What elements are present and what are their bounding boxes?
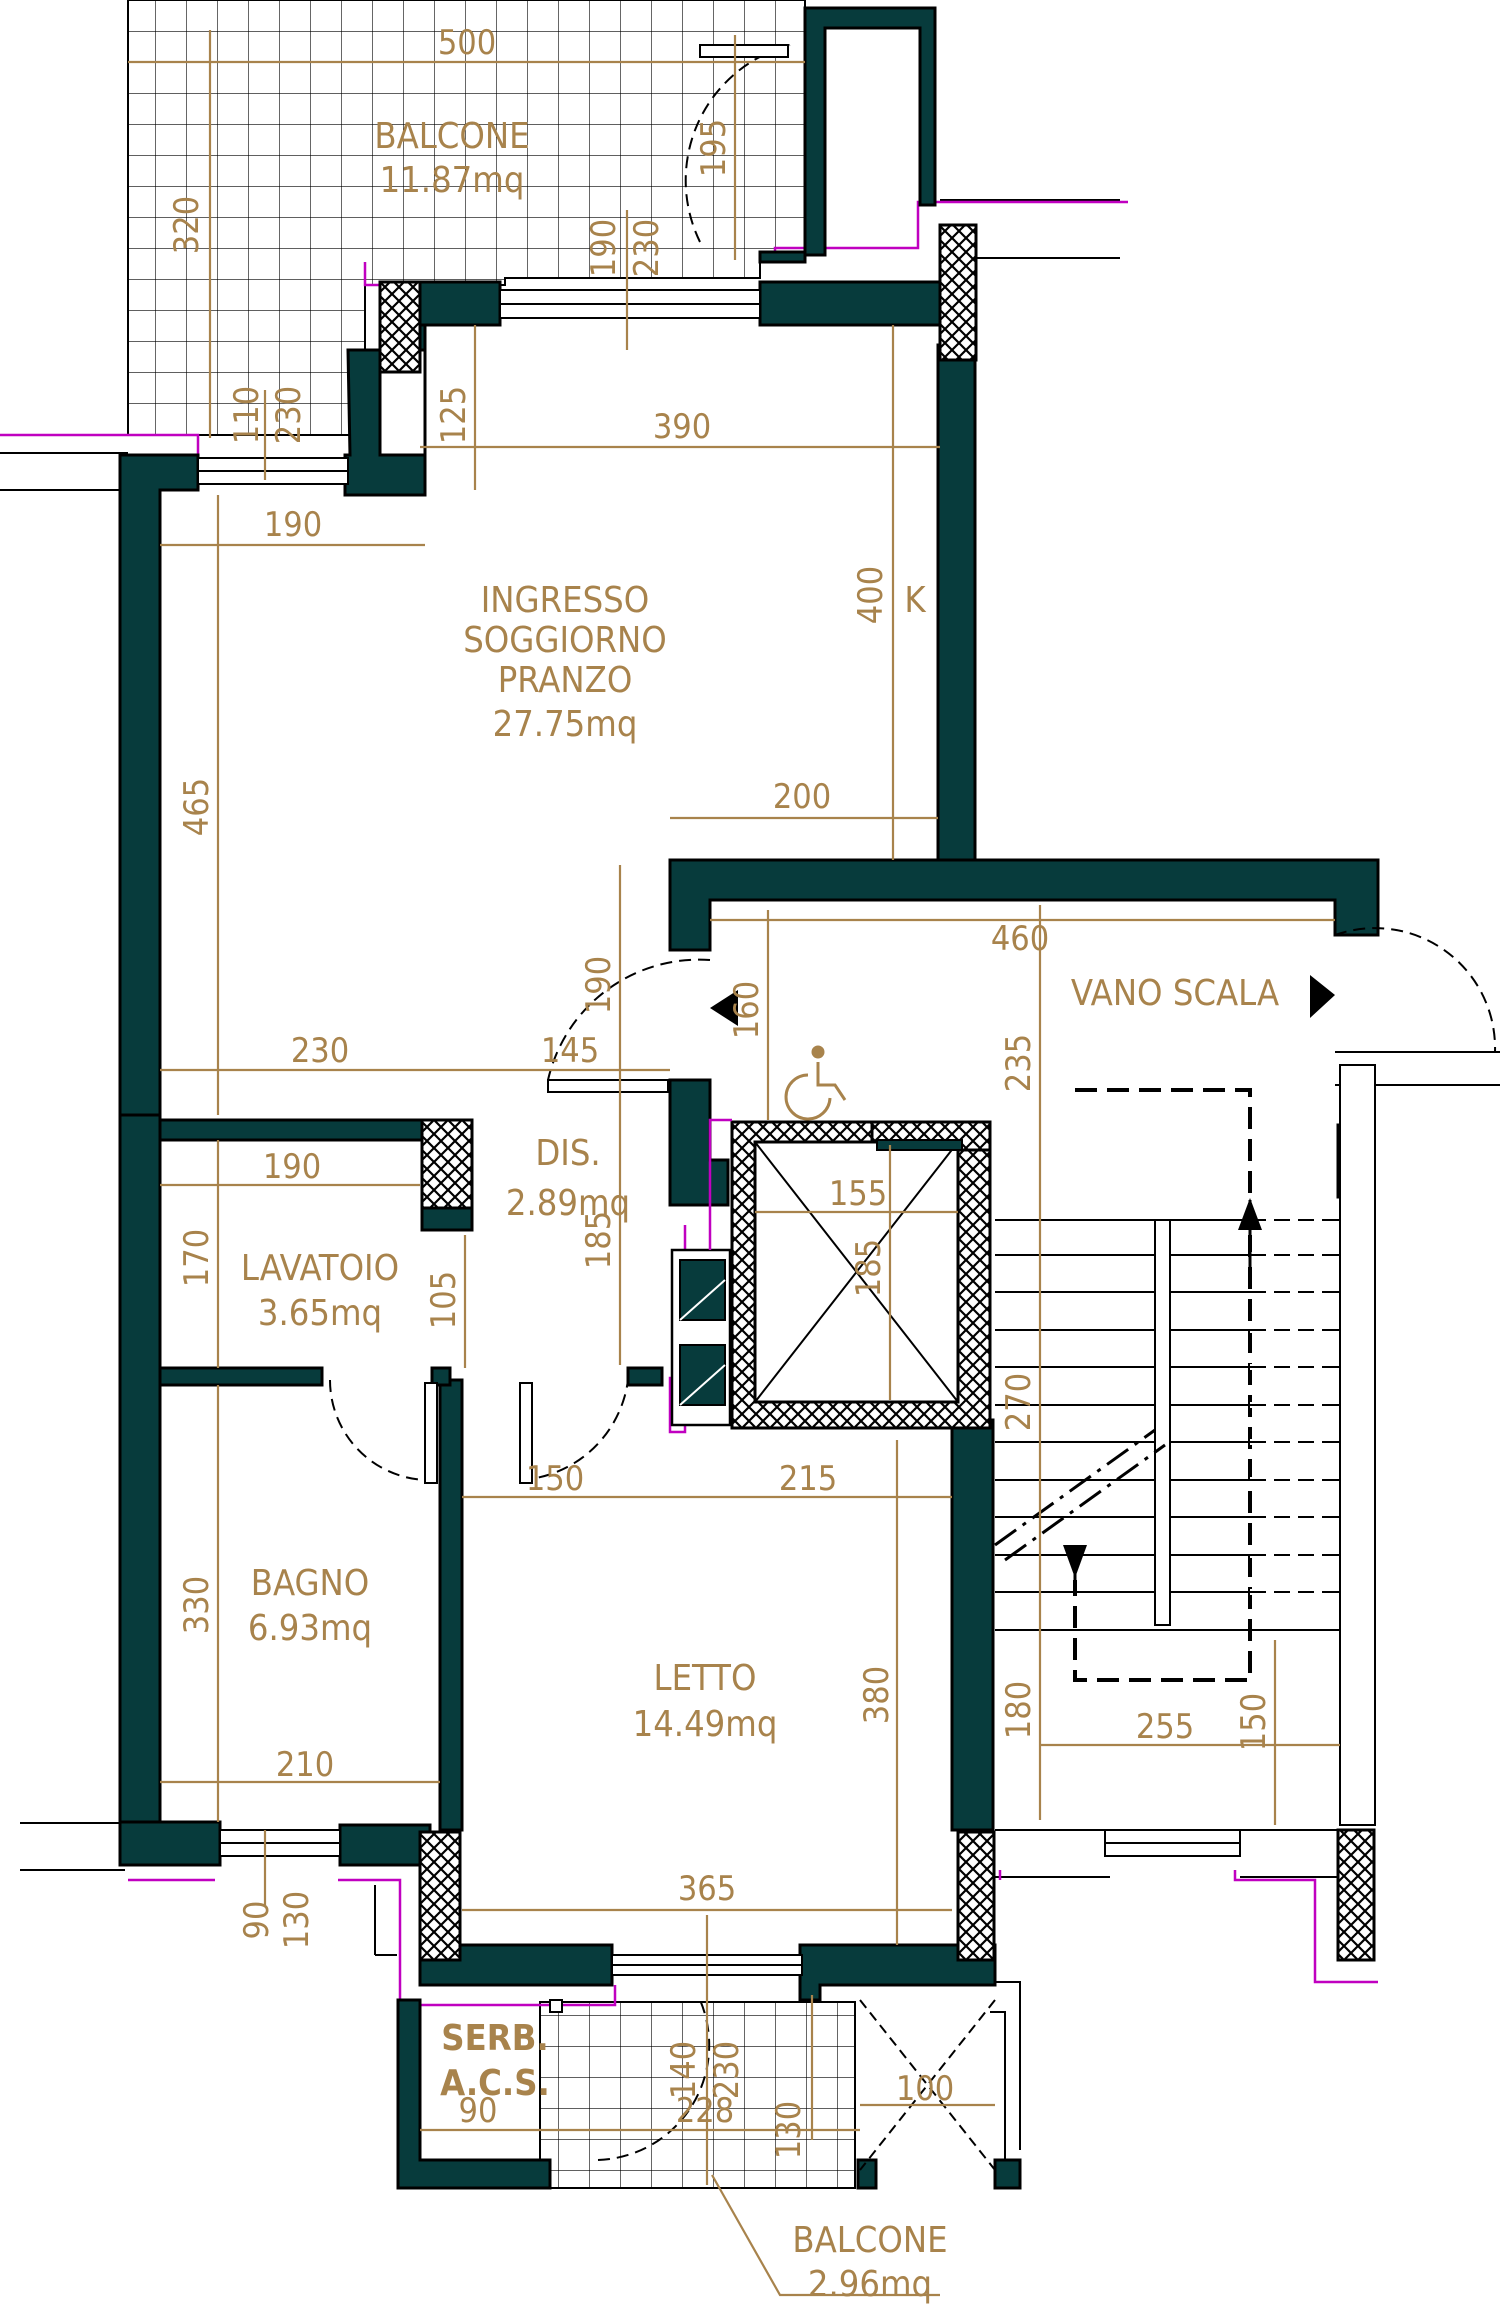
dim-195: 195 bbox=[694, 119, 734, 177]
dim-380: 380 bbox=[857, 1666, 897, 1724]
balcony-bottom-name: BALCONE bbox=[792, 2220, 947, 2261]
bathroom-area: 6.93mq bbox=[248, 1608, 372, 1649]
dim-235: 235 bbox=[999, 1034, 1039, 1092]
dim-170: 170 bbox=[177, 1229, 217, 1287]
dim-105: 105 bbox=[424, 1271, 464, 1329]
dim-150-stair: 150 bbox=[1234, 1693, 1274, 1751]
dim-190-laundry: 190 bbox=[263, 1147, 321, 1187]
dim-190-door: 190 bbox=[579, 956, 619, 1014]
room-labels: BALCONE 11.87mq INGRESSO SOGGIORNO PRANZ… bbox=[241, 116, 1279, 2305]
bedroom-area: 14.49mq bbox=[633, 1704, 778, 1745]
dim-125: 125 bbox=[434, 386, 474, 444]
dim-228: 228 bbox=[676, 2091, 734, 2131]
dim-230-bottom: 230 bbox=[707, 2041, 747, 2099]
dimension-labels: 500 320 195 190 230 110 230 125 390 190 … bbox=[167, 23, 1274, 2159]
dim-330: 330 bbox=[177, 1576, 217, 1634]
living-line3: PRANZO bbox=[498, 660, 633, 701]
bathroom-name: BAGNO bbox=[251, 1563, 370, 1604]
dim-365: 365 bbox=[678, 1869, 736, 1909]
laundry-name: LAVATOIO bbox=[241, 1248, 399, 1289]
dim-500: 500 bbox=[438, 23, 496, 63]
dim-90-window: 90 bbox=[237, 1901, 277, 1940]
dim-160: 160 bbox=[727, 981, 767, 1039]
dim-110: 110 bbox=[227, 386, 267, 444]
dim-230-laundry: 230 bbox=[291, 1031, 349, 1071]
dim-460: 460 bbox=[991, 919, 1049, 959]
dim-190-window-top: 190 bbox=[584, 219, 624, 277]
dim-230-window-left: 230 bbox=[269, 386, 309, 444]
bedroom-name: LETTO bbox=[654, 1658, 757, 1699]
dim-180: 180 bbox=[999, 1681, 1039, 1739]
storage-line1: SERB. bbox=[441, 2018, 548, 2059]
dim-215: 215 bbox=[779, 1459, 837, 1499]
hall-area: 2.89mq bbox=[506, 1183, 630, 1224]
balcony-top-floor bbox=[127, 0, 806, 436]
dim-200: 200 bbox=[773, 777, 831, 817]
hall-name: DIS. bbox=[535, 1133, 600, 1174]
dim-90-storage: 90 bbox=[459, 2091, 498, 2131]
dim-255: 255 bbox=[1136, 1707, 1194, 1747]
balcony-top-name: BALCONE bbox=[374, 116, 529, 157]
dim-230-window-top: 230 bbox=[627, 219, 667, 277]
laundry-area: 3.65mq bbox=[258, 1293, 382, 1334]
balcony-bottom-area: 2.96mq bbox=[808, 2264, 932, 2305]
wheelchair-accessible-icon bbox=[784, 1045, 847, 1121]
dim-190-living: 190 bbox=[264, 505, 322, 545]
walls bbox=[118, 6, 1380, 2190]
dim-390: 390 bbox=[653, 407, 711, 447]
k-mark: K bbox=[904, 580, 926, 621]
doors bbox=[328, 44, 1497, 2171]
dimension-lines bbox=[128, 30, 1340, 2297]
staircase bbox=[994, 1064, 1376, 1826]
dim-270: 270 bbox=[999, 1373, 1039, 1431]
dim-100: 100 bbox=[896, 2069, 954, 2109]
dim-400: 400 bbox=[851, 566, 891, 624]
living-area: 27.75mq bbox=[493, 704, 638, 745]
living-line1: INGRESSO bbox=[481, 580, 649, 621]
dim-185-hall: 185 bbox=[579, 1211, 619, 1269]
balcony-top-area: 11.87mq bbox=[380, 160, 525, 201]
dim-130-bottom: 130 bbox=[769, 2101, 809, 2159]
stairwell-name: VANO SCALA bbox=[1071, 973, 1279, 1014]
utility-shafts bbox=[670, 1118, 732, 1427]
dim-150-bedroom: 150 bbox=[526, 1459, 584, 1499]
storage-line2: A.C.S. bbox=[440, 2063, 550, 2104]
dim-465: 465 bbox=[177, 778, 217, 836]
dim-145: 145 bbox=[541, 1031, 599, 1071]
living-line2: SOGGIORNO bbox=[463, 620, 667, 661]
dim-130-window: 130 bbox=[277, 1891, 317, 1949]
dim-320: 320 bbox=[167, 196, 207, 254]
entry-arrow-right bbox=[1310, 975, 1335, 1018]
dim-155: 155 bbox=[829, 1174, 887, 1214]
elevator-cross bbox=[754, 1141, 959, 1403]
entry-arrow-left bbox=[710, 990, 738, 1026]
dim-210: 210 bbox=[276, 1745, 334, 1785]
dim-185-lift: 185 bbox=[849, 1239, 889, 1297]
dim-140: 140 bbox=[664, 2041, 704, 2099]
